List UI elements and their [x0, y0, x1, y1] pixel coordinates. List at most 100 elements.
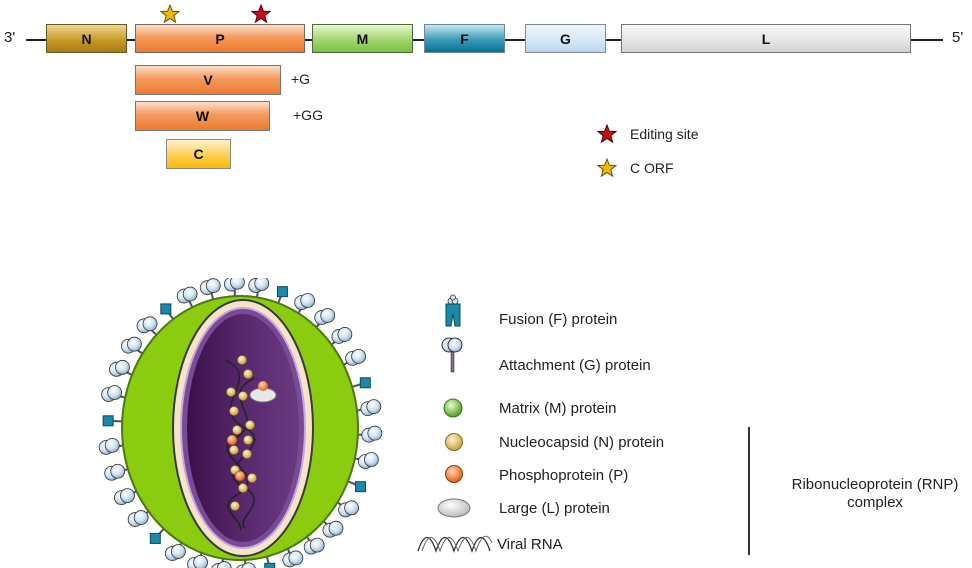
attachment-spike [241, 562, 256, 568]
legend-editing-site-star-icon [597, 124, 617, 144]
attachment-spike [351, 349, 366, 364]
attachment-spike [126, 336, 142, 352]
gene-p: P [135, 24, 305, 53]
fusion-spike [102, 415, 114, 427]
virion-spikes [98, 278, 383, 568]
gene-m: M [312, 24, 413, 53]
product-w: W [135, 101, 270, 131]
attachment-spike [328, 520, 344, 536]
legend-nucleocapsid-label: Nucleocapsid (N) protein [499, 434, 665, 451]
attachment-spike [288, 550, 304, 566]
nucleocapsid-particle [243, 435, 253, 445]
attachment-spike [366, 399, 382, 415]
legend-phosphoprotein-label: Phosphoprotein (P) [499, 467, 629, 484]
nucleocapsid-particle [242, 449, 252, 459]
viral-rna-icon [417, 535, 493, 553]
fusion-spike [160, 303, 172, 315]
product-c: C [166, 139, 231, 169]
nucleocapsid-particle [238, 391, 248, 401]
gene-l-label: L [761, 30, 771, 47]
attachment-spike [309, 537, 325, 553]
attachment-spike [367, 425, 383, 441]
legend-large-protein-label: Large (L) protein [499, 500, 610, 517]
gene-f-label: F [460, 30, 469, 47]
rnp-complex-line2: complex [847, 494, 903, 511]
attachment-spike [104, 437, 120, 453]
nucleocapsid-particle [245, 420, 255, 430]
nucleocapsid-particle [229, 406, 239, 416]
nucleocapsid-particle [237, 355, 247, 365]
rnp-complex-label: Ribonucleoprotein (RNP) complex [775, 476, 972, 512]
nucleocapsid-protein-icon [445, 433, 463, 451]
fusion-spike [355, 481, 367, 493]
attachment-spike [182, 286, 198, 302]
editing-site-star-icon [251, 4, 271, 24]
legend-attachment-label: Attachment (G) protein [499, 357, 651, 374]
phosphoprotein-particle [226, 434, 238, 446]
product-v: V [135, 65, 281, 95]
rna-helix-strand-2 [226, 377, 256, 531]
attachment-spike [142, 316, 158, 332]
legend-editing-site-label: Editing site [630, 126, 699, 142]
attachment-spike [107, 385, 123, 400]
gene-p-label: P [215, 30, 225, 47]
phosphoprotein-icon [445, 465, 463, 483]
attachment-spike [170, 544, 186, 559]
rnp-complex-line1: Ribonucleoprotein (RNP) [791, 476, 959, 493]
nucleocapsid-particle [229, 445, 239, 455]
fusion-spike [359, 377, 371, 389]
attachment-spike [133, 510, 149, 525]
legend-matrix-label: Matrix (M) protein [499, 400, 617, 417]
c-orf-star-icon [160, 4, 180, 24]
attachment-spike [254, 278, 270, 291]
gene-f: F [424, 24, 505, 53]
legend-c-orf-label: C ORF [630, 160, 674, 176]
product-w-label: W [195, 108, 210, 124]
five-prime-label: 5' [952, 29, 964, 46]
legend-viral-rna-label: Viral RNA [497, 536, 563, 553]
attachment-spike [344, 500, 360, 516]
matrix-protein-icon [443, 398, 463, 418]
nucleocapsid-particle [243, 369, 253, 379]
product-v-label: V [203, 72, 213, 88]
attachment-spike [216, 561, 232, 568]
nucleocapsid-particle [238, 483, 248, 493]
attachment-spike [363, 452, 379, 467]
attachment-protein-icon [441, 337, 463, 373]
fusion-protein-icon [445, 294, 461, 327]
rnp-bracket-line [748, 427, 750, 555]
attachment-spike [300, 293, 316, 308]
gene-n-label: N [81, 30, 92, 47]
attachment-spike [120, 488, 135, 503]
phosphoprotein-particle [234, 470, 246, 482]
attachment-spike [110, 463, 126, 479]
fusion-spike [276, 286, 288, 298]
gene-m-label: M [356, 30, 369, 47]
nucleocapsid-particle [226, 387, 236, 397]
product-c-label: C [193, 146, 204, 162]
gene-l: L [621, 24, 911, 53]
three-prime-label: 3' [4, 29, 16, 46]
gene-n: N [46, 24, 127, 53]
nucleocapsid-particle [232, 425, 242, 435]
attachment-spike [205, 278, 221, 294]
product-v-note: +G [291, 71, 311, 87]
attachment-spike [320, 308, 336, 323]
legend-c-orf-star-icon [597, 158, 617, 178]
rnp-particles [226, 355, 257, 511]
attachment-spike [115, 359, 130, 375]
virion-illustration [98, 278, 383, 568]
phosphoprotein-particle [258, 381, 268, 391]
attachment-spike [230, 278, 245, 290]
product-w-note: +GG [293, 107, 323, 123]
gene-g: G [525, 24, 606, 53]
nucleocapsid-particle [230, 501, 240, 511]
fusion-spike [264, 562, 276, 568]
legend-fusion-label: Fusion (F) protein [499, 311, 618, 328]
attachment-spike [193, 554, 208, 568]
fusion-spike [149, 532, 161, 544]
gene-g-label: G [560, 30, 571, 47]
large-protein-icon [437, 498, 471, 518]
nucleocapsid-particle [247, 473, 257, 483]
attachment-spike [337, 327, 353, 342]
